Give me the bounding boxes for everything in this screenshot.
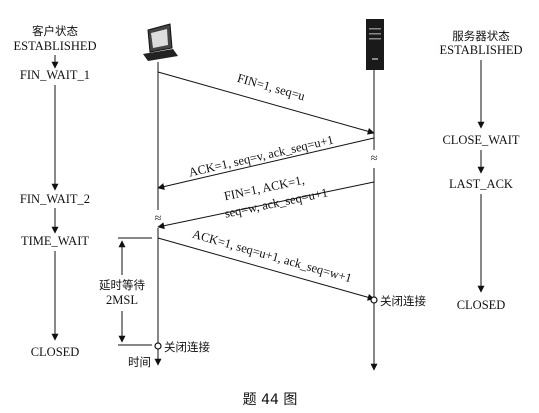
client-state-fin-wait-2: FIN_WAIT_2 [20,192,90,206]
time-axis-label: 时间 [128,355,151,369]
server-icon [366,19,384,70]
final-ack-message-label: ACK=1, seq=u+1, ack_seq=w+1 [191,227,354,285]
client-state-established: ESTABLISHED [13,39,96,53]
client-state-fin-wait-1: FIN_WAIT_1 [20,68,90,82]
fin-message-label: FIN=1, seq=u [236,71,308,104]
timer-label: 延时等待 [99,278,145,292]
server-state-title: 服务器状态 [452,29,510,43]
computer-icon [143,23,178,61]
ack-message-label: ACK=1, seq=v, ack_seq=u+1 [187,133,335,180]
final-ack-message-arrow [157,237,375,301]
server-state-close-wait: CLOSE_WAIT [442,133,519,147]
ack-message-arrow [157,137,375,190]
client-state-time-wait: TIME_WAIT [21,234,89,248]
client-break-mark: ≈ [155,211,162,225]
client-close-point [154,342,162,350]
client-state-title: 客户状态 [32,24,78,38]
client-state-closed: CLOSED [31,345,80,359]
fin-ack-message-arrow [157,181,375,230]
server-state-closed: CLOSED [457,298,506,312]
client-close-label: 关闭连接 [164,340,210,354]
figure-caption: 题 44 图 [243,392,298,408]
fin-message-arrow [157,71,375,135]
server-break-mark: ≈ [371,151,378,165]
server-close-point [370,296,378,304]
timer-duration: 2MSL [106,293,138,307]
server-close-label: 关闭连接 [380,294,426,308]
server-state-established: ESTABLISHED [439,43,522,57]
server-state-last-ack: LAST_ACK [449,177,513,191]
